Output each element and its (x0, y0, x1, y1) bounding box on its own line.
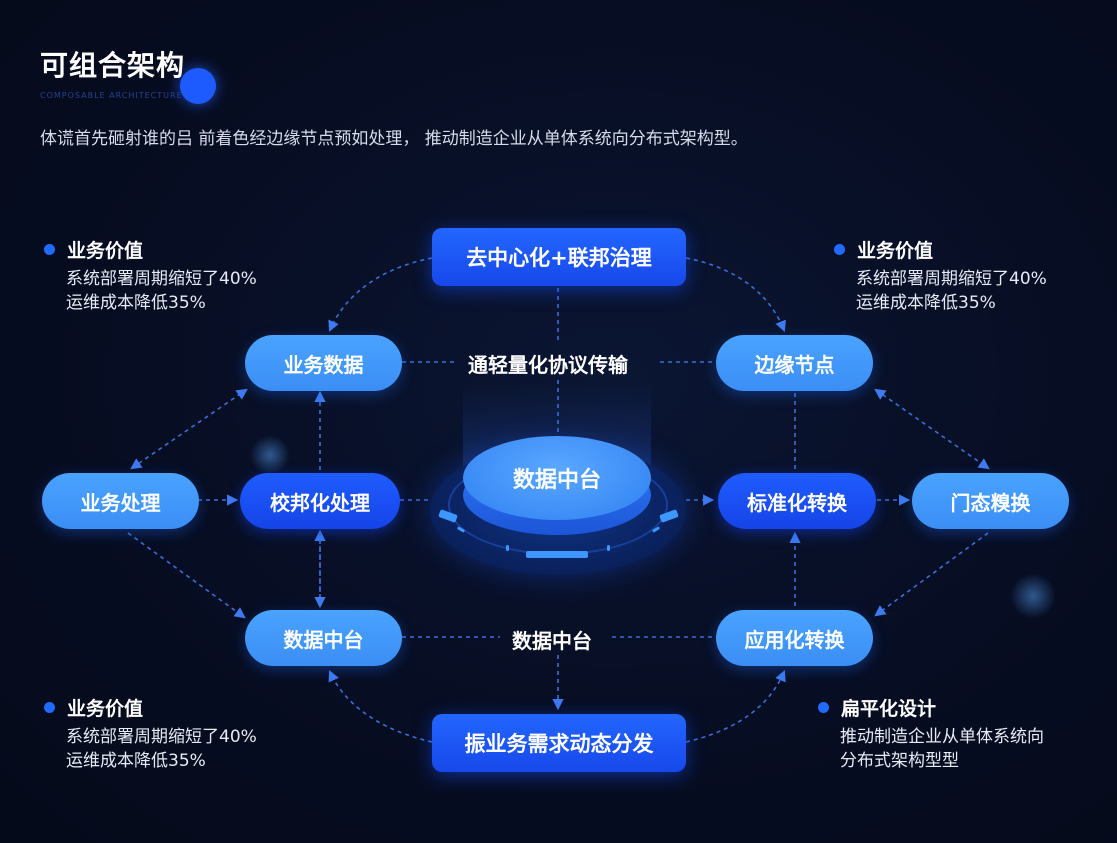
info-block-bottom-right: 扁平化设计 推动制造企业从单体系统向 分布式架构型型 (818, 694, 1044, 773)
data-platform-label: 数据中台 (512, 629, 592, 653)
ring-tick (607, 545, 610, 551)
bullet-icon (44, 244, 55, 255)
bullet-icon (834, 244, 845, 255)
page-title: 可组合架构 (40, 49, 186, 82)
info-line: 系统部署周期缩短了40% (66, 727, 257, 747)
info-line: 系统部署周期缩短了40% (66, 269, 257, 289)
info-title: 业务价值 (67, 240, 144, 262)
info-line: 系统部署周期缩短了40% (856, 269, 1047, 289)
info-title: 业务价值 (67, 698, 144, 720)
info-line: 推动制造企业从单体系统向 (840, 727, 1044, 747)
ring-tick (506, 545, 509, 551)
dynamic-dispatch-box[interactable]: 振业务需求动态分发 (432, 714, 686, 772)
info-title: 扁平化设计 (841, 698, 937, 720)
decentralized-governance-box[interactable]: 去中心化+联邦治理 (432, 228, 686, 286)
info-block-top-right: 业务价值 系统部署周期缩短了40% 运维成本降低35% (834, 236, 1047, 315)
info-line: 分布式架构型型 (840, 751, 959, 771)
ambient-glow-right (1010, 573, 1056, 619)
node-business-data[interactable]: 业务数据 (245, 335, 402, 391)
ambient-glow-left (250, 435, 290, 475)
info-block-bottom-left: 业务价值 系统部署周期缩短了40% 运维成本降低35% (44, 694, 257, 773)
info-title: 业务价值 (857, 240, 934, 262)
info-line: 运维成本降低35% (66, 751, 206, 771)
bullet-icon (44, 702, 55, 713)
bullet-icon (818, 702, 829, 713)
node-dynamic-conversion[interactable]: 门态糗换 (912, 473, 1069, 529)
ring-tick (526, 551, 588, 558)
data-platform-disc[interactable]: 数据中台 (463, 436, 651, 520)
page-description: 体谎首先砸射谁的吕 前着色经边缘节点预如处理， 推动制造企业从单体系统向分布式架… (40, 129, 748, 149)
node-federated-processing[interactable]: 校邦化处理 (240, 473, 400, 529)
info-line: 运维成本降低35% (66, 293, 206, 313)
protocol-transport-label: 通轻量化协议传输 (468, 353, 628, 377)
title-accent-dot (180, 68, 216, 104)
page-subtitle: COMPOSABLE ARCHITECTURE (40, 91, 183, 100)
node-application-conversion[interactable]: 应用化转换 (716, 610, 873, 666)
node-data-platform-left[interactable]: 数据中台 (245, 610, 402, 666)
info-line: 运维成本降低35% (856, 293, 996, 313)
node-standard-conversion[interactable]: 标准化转换 (718, 473, 876, 529)
info-block-top-left: 业务价值 系统部署周期缩短了40% 运维成本降低35% (44, 236, 257, 315)
node-business-processing[interactable]: 业务处理 (42, 473, 199, 529)
node-edge-node[interactable]: 边缘节点 (716, 335, 873, 391)
